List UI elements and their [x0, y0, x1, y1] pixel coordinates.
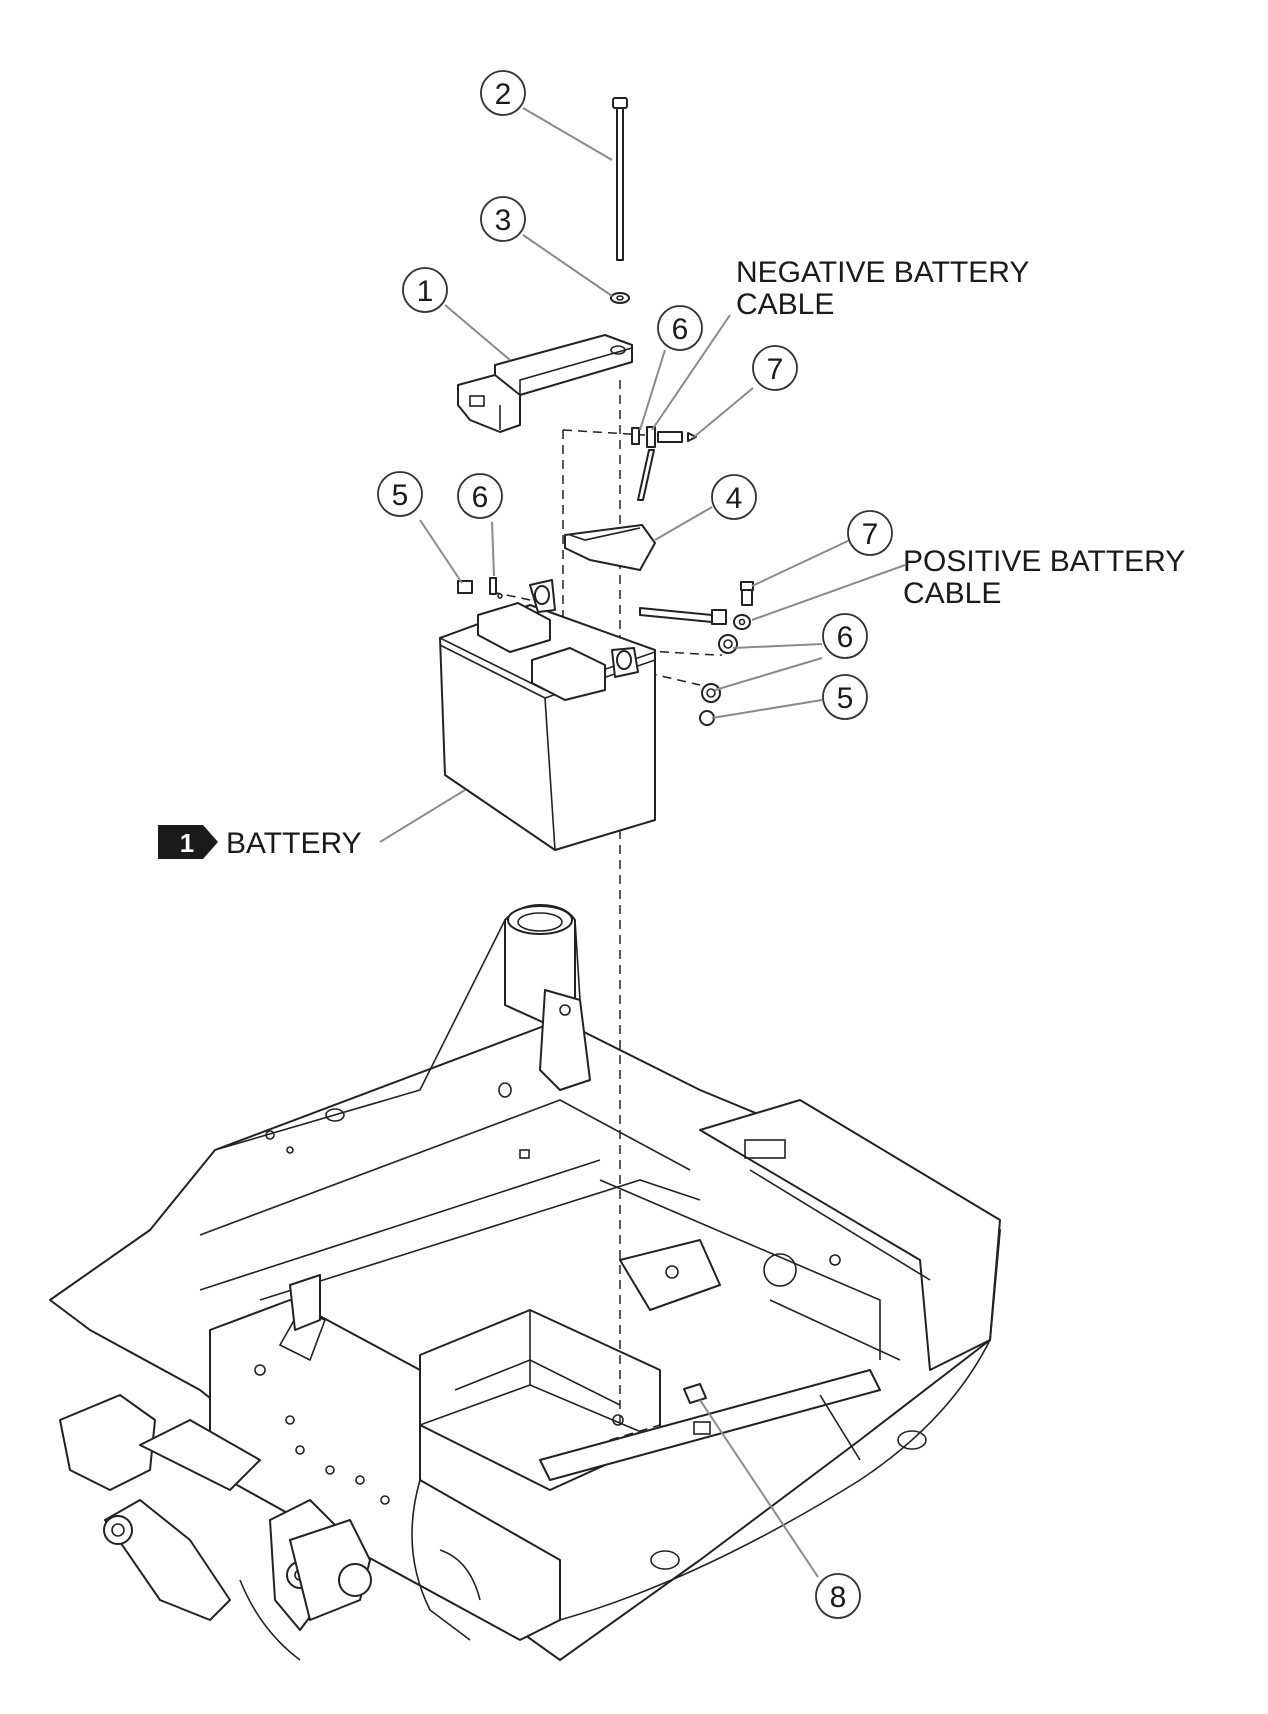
callout-7-positive: 7 [847, 510, 893, 556]
callout-2-label: 2 [495, 78, 512, 111]
callout-8-label: 8 [830, 1581, 847, 1614]
callout-3: 3 [480, 196, 526, 242]
negative-cable-label-line2: CABLE [736, 288, 834, 321]
callout-1: 1 [402, 267, 448, 313]
positive-cable-label-line2: CABLE [903, 577, 1001, 610]
battery-badge [158, 825, 218, 859]
callout-6-positive-label: 6 [837, 621, 854, 654]
callout-6-negative: 6 [657, 305, 703, 351]
callout-6-negative-label: 6 [672, 313, 689, 346]
callout-6-left: 6 [457, 473, 503, 519]
terminal-boot [564, 524, 656, 571]
positive-cable-label-line1: POSITIVE BATTERY [903, 545, 1185, 578]
mower-frame [49, 904, 1001, 1661]
leader-lines [379, 107, 906, 1578]
callout-7-negative: 7 [752, 345, 798, 391]
callout-6-left-label: 6 [472, 481, 489, 514]
callout-4-label: 4 [726, 482, 743, 515]
negative-battery-cable [631, 426, 697, 501]
battery [439, 579, 656, 851]
battery-callout: 1 BATTERY [158, 825, 362, 860]
callout-5-positive: 5 [822, 674, 868, 720]
callout-4: 4 [711, 474, 757, 520]
callout-6-positive: 6 [822, 613, 868, 659]
tray-clip [683, 1383, 707, 1404]
callout-5-positive-label: 5 [837, 682, 854, 715]
callout-7-positive-label: 7 [862, 518, 879, 551]
positive-battery-cable [639, 581, 754, 726]
callout-8: 8 [815, 1573, 861, 1619]
callout-5-left: 5 [377, 471, 423, 517]
left-nut-lockwasher [457, 577, 497, 595]
callout-1-label: 1 [417, 275, 434, 308]
hold-down-bolt [612, 97, 628, 261]
negative-cable-label-line1: NEGATIVE BATTERY [736, 256, 1029, 289]
washer [610, 292, 630, 304]
callout-2: 2 [480, 70, 526, 116]
battery-badge-number: 1 [180, 828, 194, 858]
hold-down-bracket [457, 334, 633, 433]
callout-3-label: 3 [495, 204, 512, 237]
battery-label: BATTERY [226, 827, 362, 860]
callout-5-left-label: 5 [392, 479, 409, 512]
callout-7-negative-label: 7 [767, 353, 784, 386]
